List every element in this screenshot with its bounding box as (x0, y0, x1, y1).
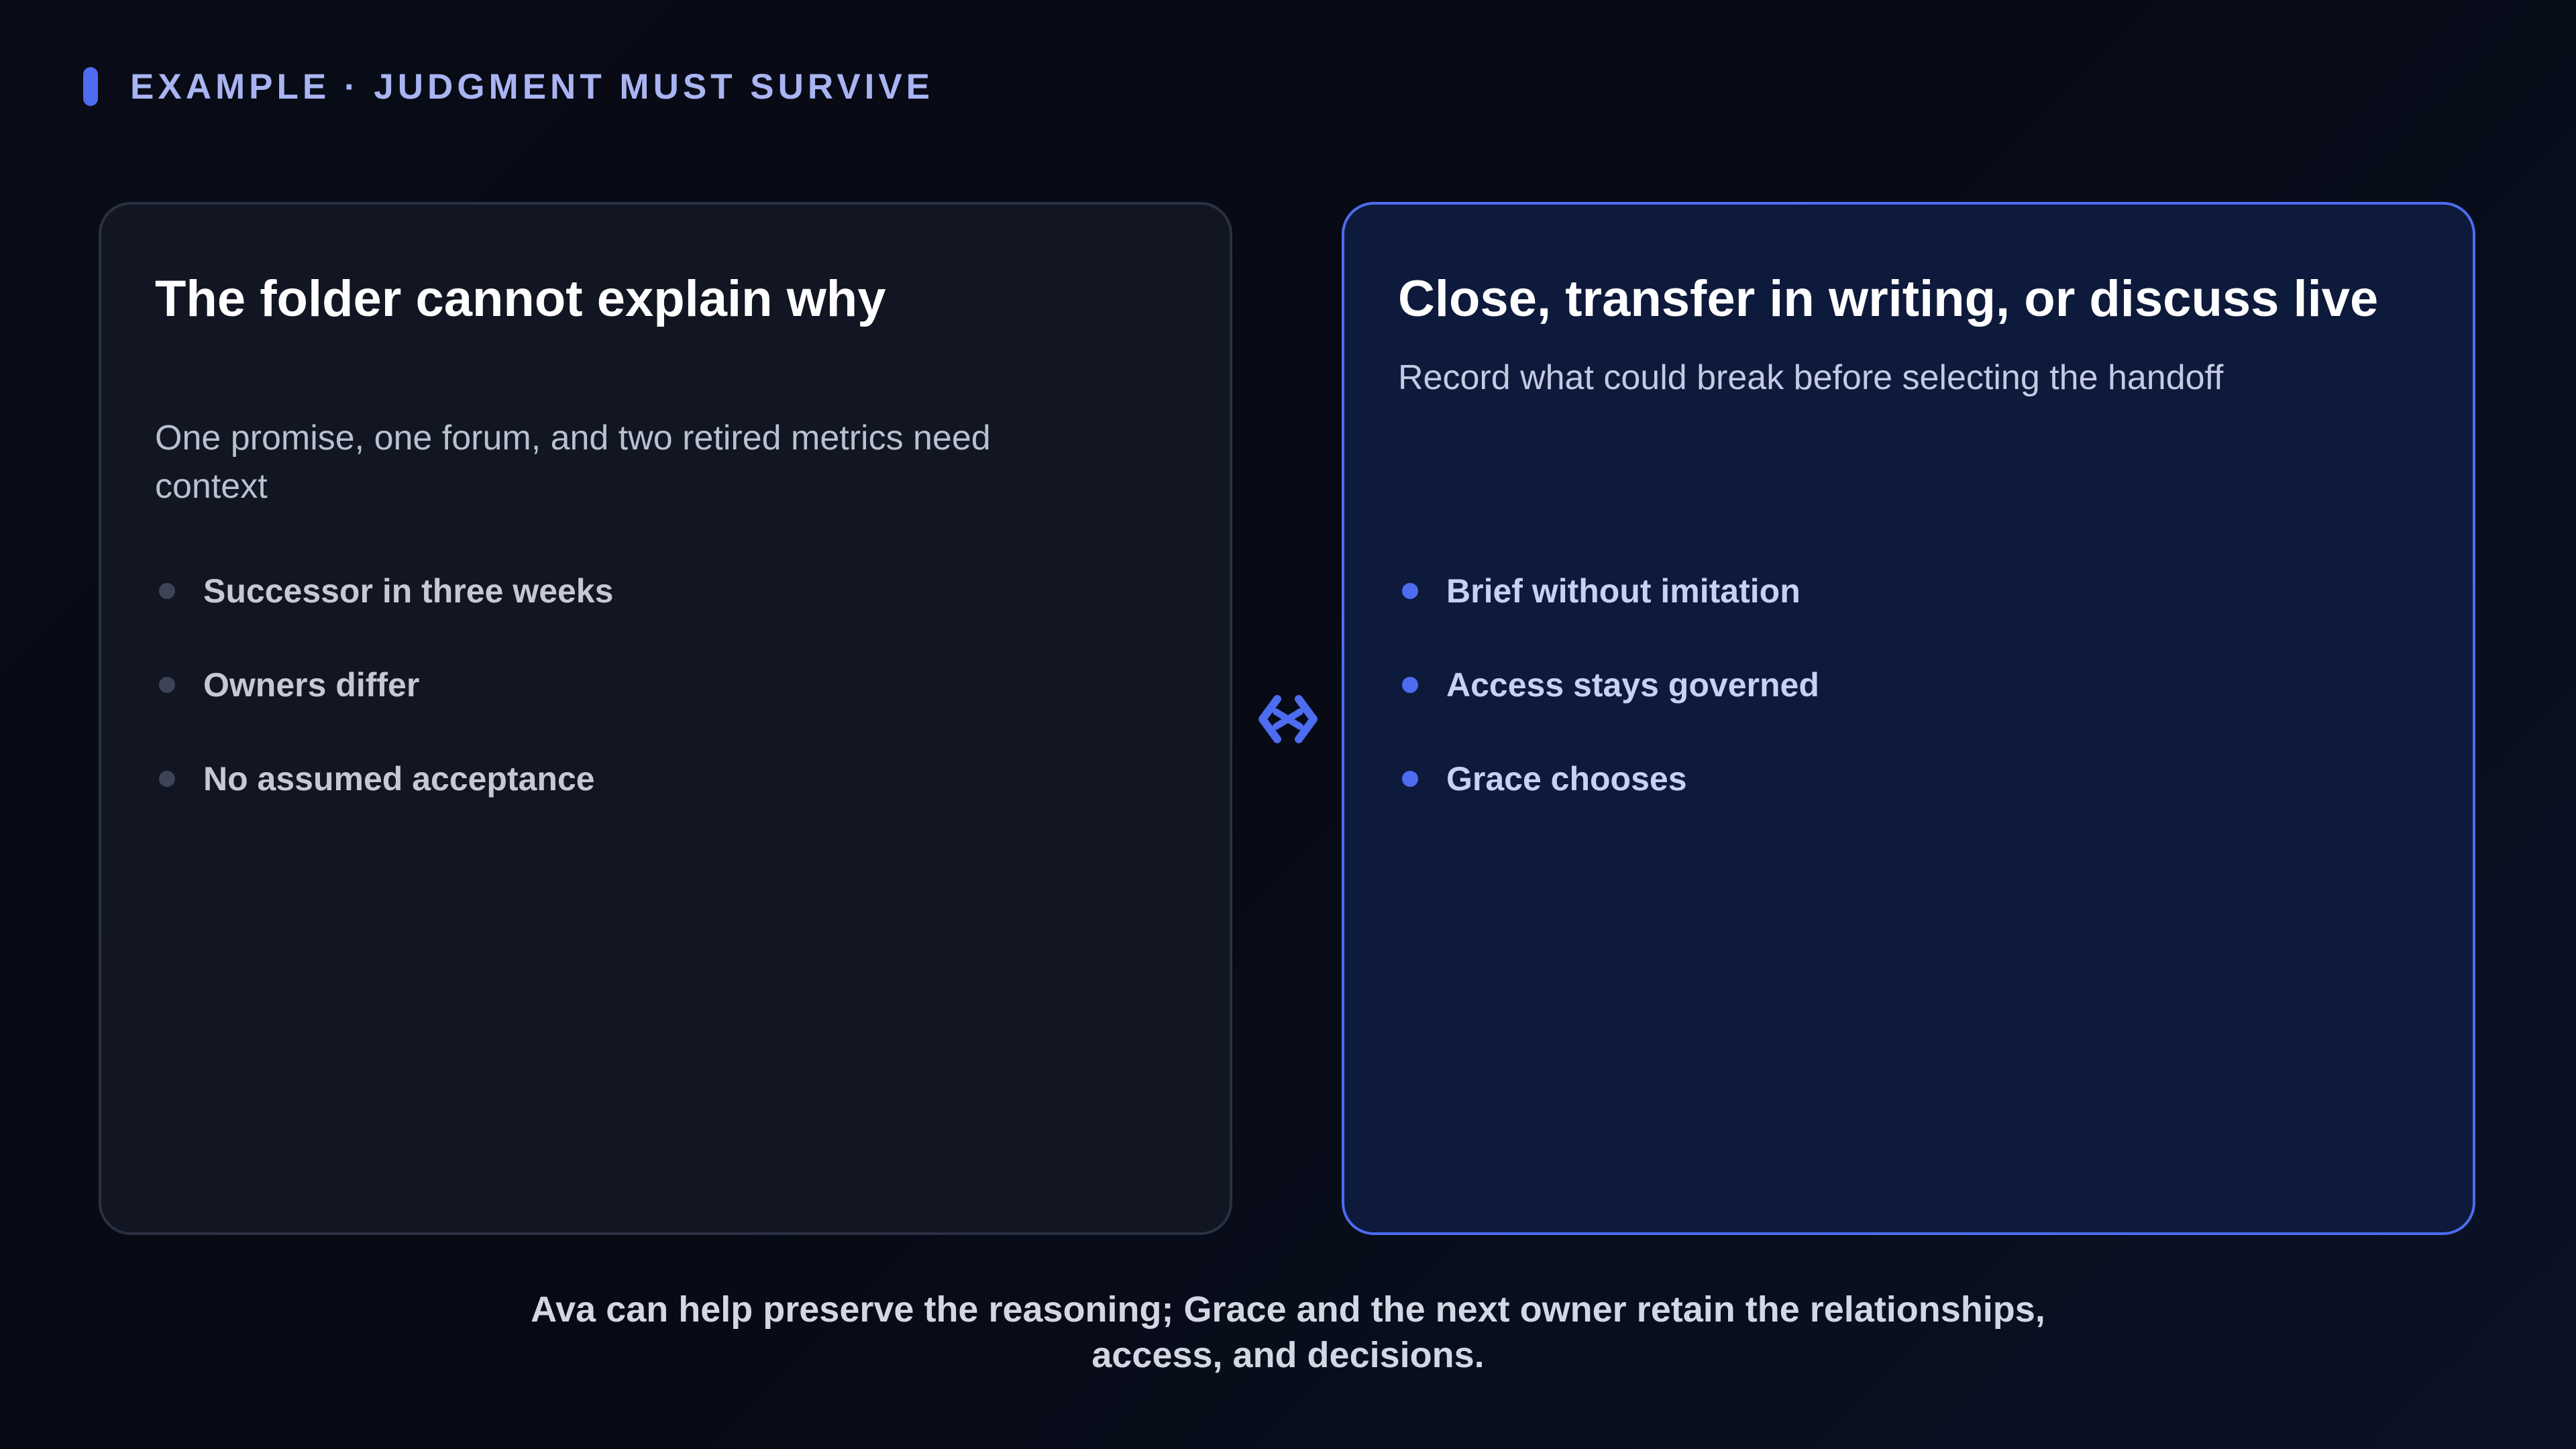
list-item: Owners differ (155, 661, 613, 709)
list-item: Access stays governed (1398, 661, 1819, 709)
bullet-dot-icon (1402, 583, 1418, 599)
right-card-subtitle: Record what could break before selecting… (1398, 358, 2224, 397)
list-item-text: Owners differ (203, 666, 420, 704)
list-item-text: Grace chooses (1446, 760, 1687, 798)
right-card: Close, transfer in writing, or discuss l… (1342, 202, 2475, 1235)
bullet-dot-icon (159, 583, 175, 599)
double-chevron-swap-icon (1258, 695, 1318, 743)
bullet-dot-icon (1402, 677, 1418, 693)
list-item-text: No assumed acceptance (203, 760, 595, 798)
bullet-dot-icon (1402, 771, 1418, 787)
left-card: The folder cannot explain why One promis… (99, 202, 1232, 1235)
left-card-title: The folder cannot explain why (155, 270, 886, 327)
left-card-subtitle: One promise, one forum, and two retired … (155, 419, 991, 506)
bullet-dot-icon (159, 677, 175, 693)
list-item-text: Brief without imitation (1446, 572, 1801, 610)
list-item: Successor in three weeks (155, 567, 613, 615)
footer-caption: Ava can help preserve the reasoning; Gra… (531, 1289, 2045, 1375)
list-item: Brief without imitation (1398, 567, 1819, 615)
list-item-text: Successor in three weeks (203, 572, 614, 610)
list-item: No assumed acceptance (155, 755, 613, 803)
right-card-title: Close, transfer in writing, or discuss l… (1398, 270, 2379, 327)
list-item: Grace chooses (1398, 755, 1819, 803)
slide-header: EXAMPLE · JUDGMENT MUST SURVIVE (83, 66, 934, 107)
header-label: EXAMPLE · JUDGMENT MUST SURVIVE (130, 66, 934, 107)
right-card-list: Brief without imitation Access stays gov… (1398, 567, 1819, 849)
list-item-text: Access stays governed (1446, 666, 1819, 704)
header-accent-bar (83, 67, 98, 106)
bullet-dot-icon (159, 771, 175, 787)
left-card-list: Successor in three weeks Owners differ N… (155, 567, 613, 849)
